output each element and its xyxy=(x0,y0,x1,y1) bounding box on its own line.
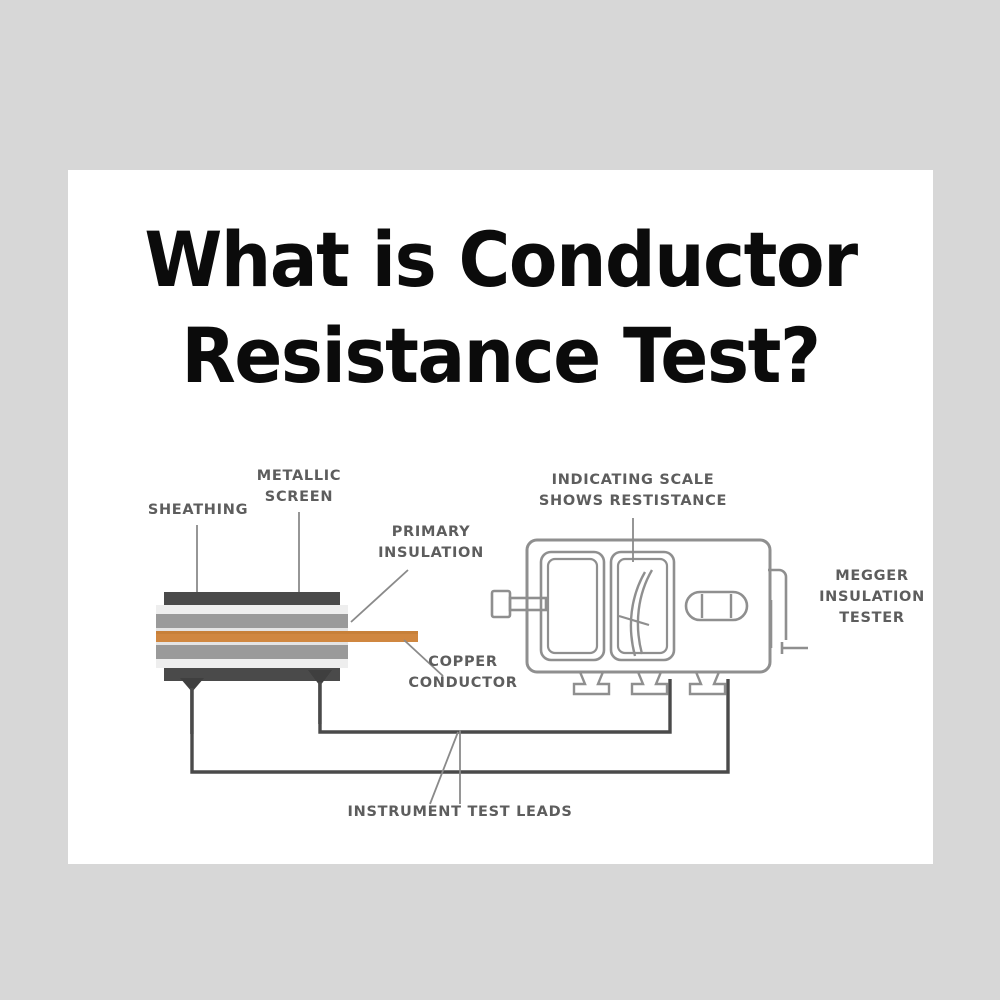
page-title: What is Conductor Resistance Test? xyxy=(68,212,933,404)
screen-bottom-light-layer xyxy=(156,659,348,668)
crank-handle xyxy=(490,589,548,619)
sheathing-top-layer xyxy=(164,592,340,605)
insulation-bottom-separator xyxy=(156,642,348,645)
page-title-line-2: Resistance Test? xyxy=(181,311,821,400)
label-sheathing: SHEATHING xyxy=(147,502,249,518)
label-copper-conductor: COPPER CONDUCTOR xyxy=(408,654,518,691)
label-primary-insulation: PRIMARY INSULATION xyxy=(378,524,484,561)
megger-insulation-tester xyxy=(490,538,808,696)
side-handle xyxy=(768,568,808,654)
cable-cross-section xyxy=(156,592,418,734)
primary-insulation-leader xyxy=(350,569,409,623)
sheathing-bottom-layer xyxy=(164,668,340,681)
terminal-post-3 xyxy=(688,670,727,696)
label-metallic-screen: METALLIC SCREEN xyxy=(256,468,342,505)
terminal-post-1 xyxy=(572,670,611,696)
screen-top-light-layer xyxy=(156,605,348,614)
copper-conductor-leader xyxy=(403,639,444,677)
scale-arc-outer xyxy=(636,569,654,655)
copper-conductor-core xyxy=(156,631,418,642)
diagram-svg xyxy=(156,512,808,805)
meter-scale-window xyxy=(609,550,676,662)
insulation-top-separator xyxy=(156,628,348,631)
terminal-post-2 xyxy=(630,670,669,696)
left-display-window xyxy=(539,550,606,662)
label-instrument-test-leads: INSTRUMENT TEST LEADS xyxy=(347,804,573,820)
test-lead-inner xyxy=(318,679,672,734)
test-leads-leader-diagonal xyxy=(429,731,459,805)
content-card: What is Conductor Resistance Test? xyxy=(68,170,933,864)
page-title-line-1: What is Conductor xyxy=(144,215,858,304)
label-megger-tester: MEGGER INSULATION TESTER xyxy=(819,568,925,626)
needle-pointer xyxy=(618,614,650,627)
conductor-resistance-test-diagram: SHEATHING METALLIC SCREEN PRIMARY INSULA… xyxy=(68,170,933,864)
test-leads-leader-lines xyxy=(429,730,461,805)
capsule-latch xyxy=(684,590,749,622)
scale-arc-inner xyxy=(629,571,647,657)
cable-leader-lines xyxy=(196,512,444,677)
screen-top-mid-layer xyxy=(156,614,348,628)
screen-bottom-mid-layer xyxy=(156,645,348,659)
copper-conductor-shading xyxy=(156,631,418,634)
label-indicating-scale: INDICATING SCALE SHOWS RESTISTANCE xyxy=(538,472,728,509)
